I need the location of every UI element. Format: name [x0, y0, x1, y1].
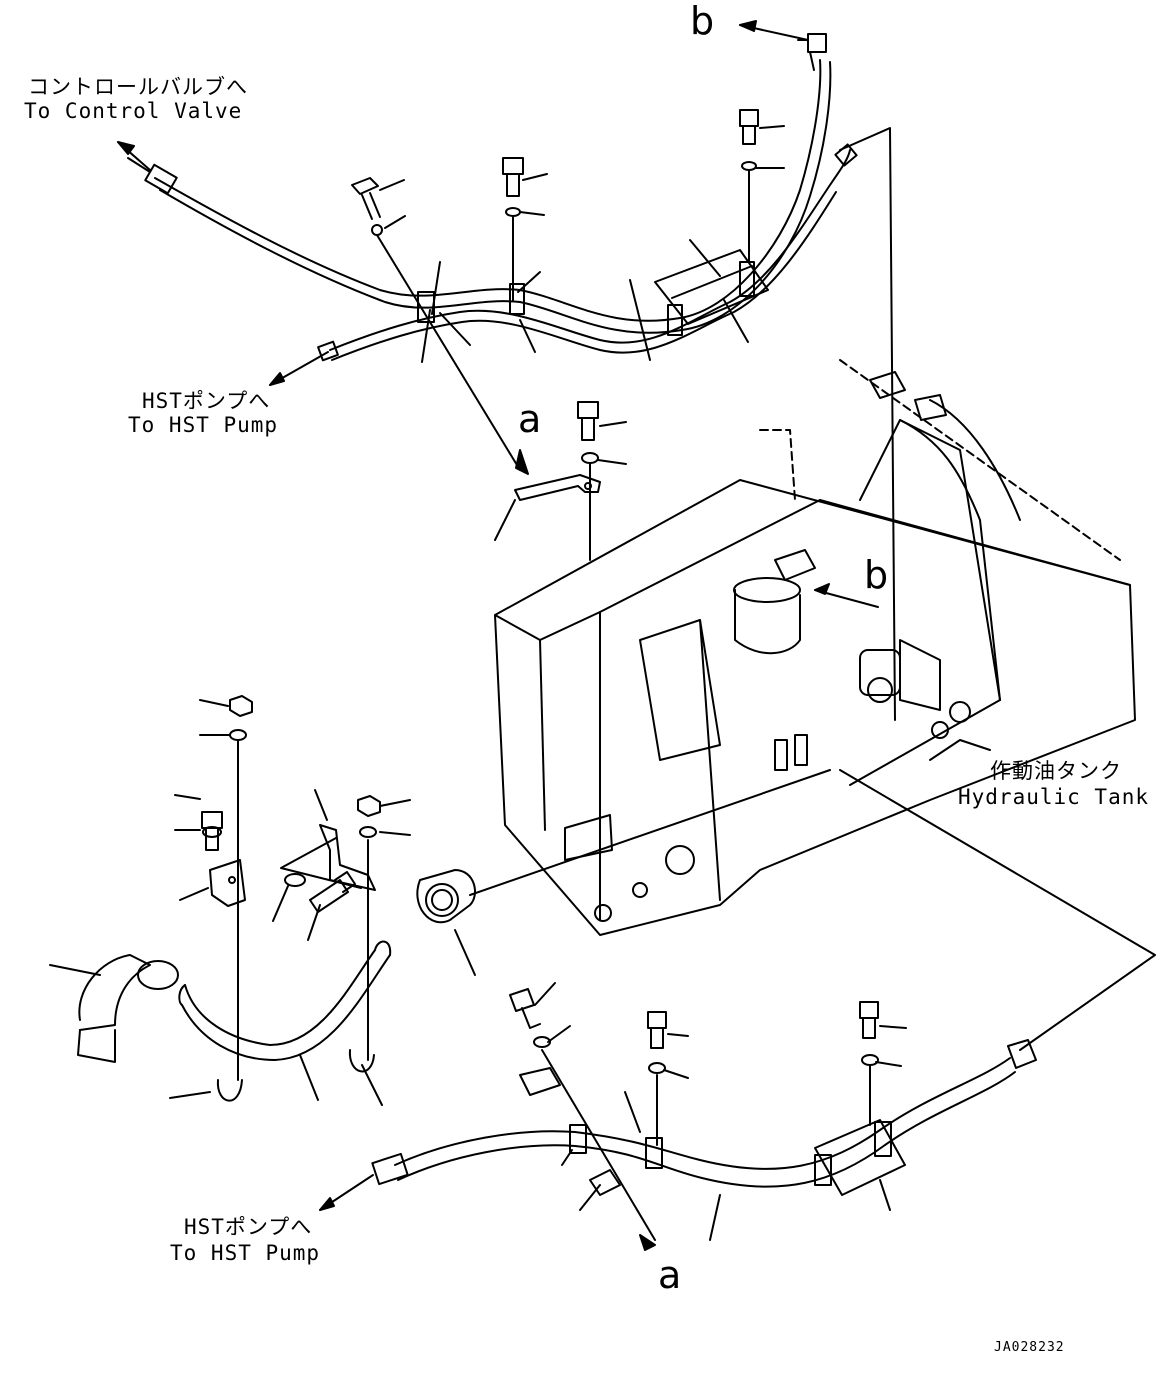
clamp-plate-a: [494, 401, 627, 561]
guide-line-top-right: [839, 127, 896, 721]
ref-b-tank: b: [864, 553, 889, 597]
drawing-id: JA028232: [994, 1340, 1065, 1355]
label-tank-jp: 作動油タンク: [990, 759, 1122, 783]
left-clamp-parts: [49, 695, 831, 1106]
guide-line-right: [839, 769, 1156, 1051]
ref-b-top: b: [690, 0, 715, 43]
label-hst-pump-top-jp: HSTポンプへ: [142, 389, 271, 413]
label-control-valve-jp: コントロールバルブへ: [28, 75, 248, 99]
label-arrows: [117, 20, 809, 1211]
hydraulic-tank-body: [494, 359, 1136, 936]
label-control-valve-en: To Control Valve: [24, 99, 243, 123]
tank-leader: [849, 699, 1001, 786]
label-tank-en: Hydraulic Tank: [958, 785, 1150, 809]
label-hst-pump-bottom-jp: HSTポンプへ: [184, 1215, 313, 1239]
ref-a-clamp: a: [518, 397, 542, 441]
top-bolts: [351, 109, 785, 471]
label-hst-pump-bottom-en: To HST Pump: [170, 1241, 321, 1265]
top-hose-assembly: [127, 33, 858, 362]
label-hst-pump-top-en: To HST Pump: [128, 413, 279, 437]
bottom-hose-assembly: [371, 982, 1037, 1251]
ref-a-bottom: a: [658, 1253, 682, 1297]
